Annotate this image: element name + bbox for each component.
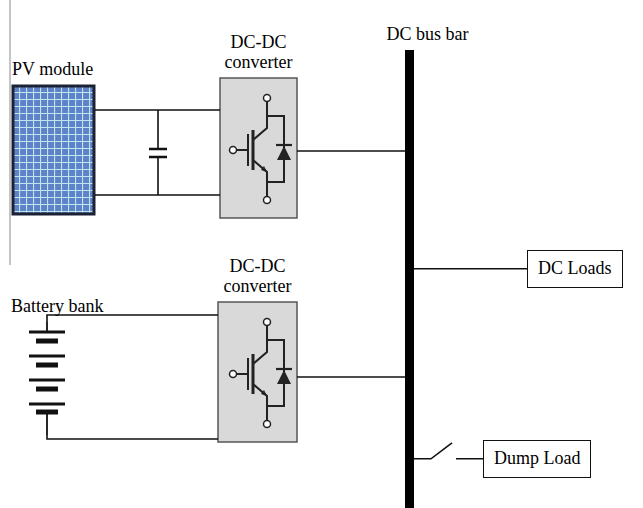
part-label: Battery bank [11, 296, 103, 316]
wire [47, 315, 218, 439]
wire [297, 150, 405, 152]
wire [414, 443, 483, 459]
box-label: Dump Load [494, 448, 580, 468]
dc-bus-bar: DC bus bar [405, 50, 414, 508]
part-label: DC-DC converter [211, 32, 306, 72]
load-box: Dump Load [483, 440, 591, 478]
pv-module: PV module [12, 85, 95, 215]
part-label: PV module [12, 59, 93, 79]
box-label: DC Loads [538, 258, 612, 278]
battery-bank: Battery bank [28, 322, 66, 435]
wire [414, 268, 527, 270]
dc-dc-converter: DC-DC converter [220, 78, 297, 218]
wire [297, 376, 405, 378]
wire [95, 110, 220, 195]
part-label: DC-DC converter [210, 256, 305, 296]
load-box: DC Loads [527, 250, 623, 288]
part-label: DC bus bar [387, 24, 469, 44]
dc-dc-converter: DC-DC converter [218, 302, 297, 442]
